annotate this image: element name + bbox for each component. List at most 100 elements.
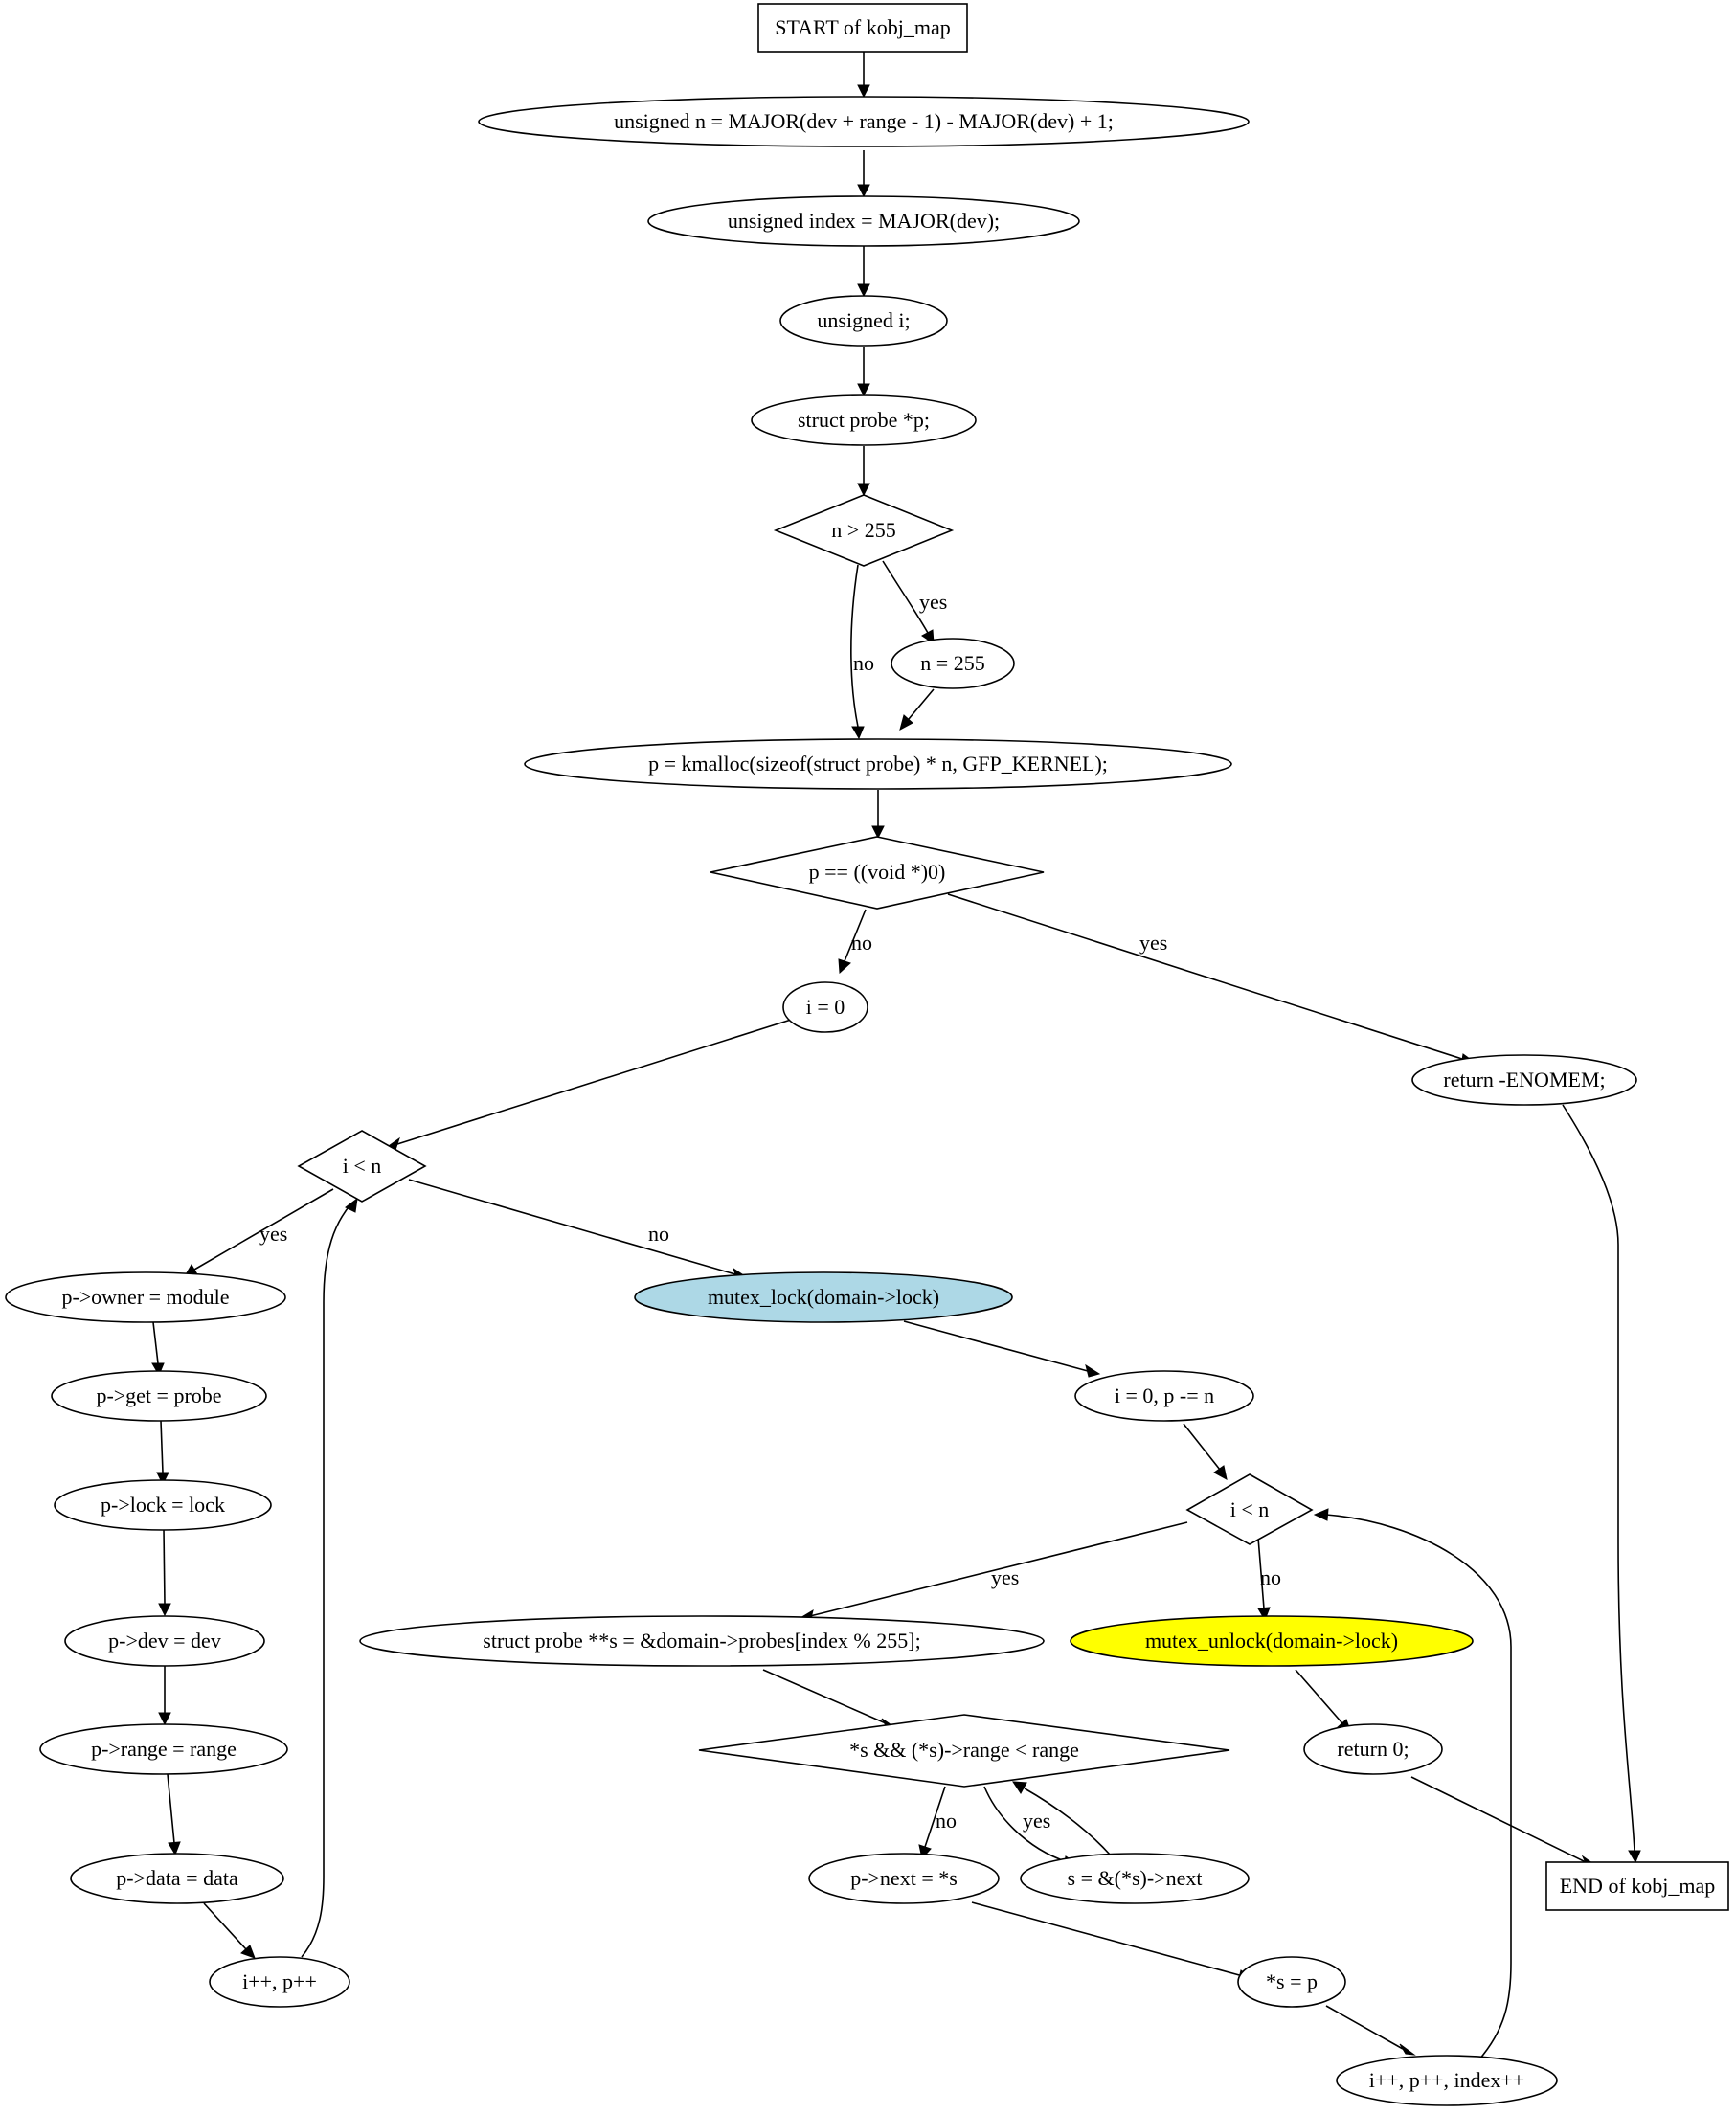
node-label: *s = p	[1266, 1969, 1318, 1993]
edge-cond-n-yes	[882, 560, 929, 634]
arrowhead	[345, 1197, 358, 1213]
edge-data-to-inc-1	[203, 1902, 247, 1950]
edge-return0-to-end	[1410, 1776, 1587, 1863]
node-label: unsigned i;	[817, 308, 910, 332]
node-lock: p->lock = lock	[54, 1479, 272, 1531]
edge-label-cond-p-no: no	[851, 931, 872, 955]
nodes: START of kobj_map unsigned n = MAJOR(dev…	[5, 3, 1729, 2106]
node-label: struct probe **s = &domain->probes[index…	[483, 1629, 920, 1653]
node-data: p->data = data	[70, 1853, 284, 1904]
node-decl-p: struct probe *p;	[751, 394, 977, 446]
node-label: p->lock = lock	[101, 1493, 225, 1517]
edge-label-cond-p-yes: yes	[1139, 931, 1167, 955]
node-label: unsigned n = MAJOR(dev + range - 1) - MA…	[614, 109, 1114, 133]
node-probes-s: struct probe **s = &domain->probes[index…	[359, 1615, 1045, 1667]
arrowhead	[156, 1472, 169, 1486]
node-kmalloc: p = kmalloc(sizeof(struct probe) * n, GF…	[524, 738, 1232, 790]
node-label: p->range = range	[91, 1737, 237, 1761]
edge-cond-n-no	[850, 564, 859, 728]
node-n-assign: unsigned n = MAJOR(dev + range - 1) - MA…	[478, 96, 1250, 147]
arrowhead	[240, 1945, 256, 1959]
arrowhead	[168, 1841, 181, 1856]
arrowhead	[1085, 1363, 1101, 1378]
edge-label-cond-i-1-yes: yes	[259, 1222, 287, 1246]
node-label: END of kobj_map	[1560, 1874, 1716, 1898]
node-label: i = 0, p -= n	[1115, 1383, 1214, 1407]
node-label: p->dev = dev	[108, 1629, 221, 1653]
edge-p-next-to-star-s-p	[971, 1901, 1244, 1977]
node-label: mutex_lock(domain->lock)	[708, 1285, 939, 1309]
arrowhead	[857, 84, 870, 99]
node-label: n > 255	[831, 518, 895, 542]
node-label: n = 255	[920, 651, 984, 675]
arrowhead	[857, 184, 870, 198]
node-return-enomem: return -ENOMEM;	[1411, 1054, 1637, 1106]
node-s-next: s = &(*s)->next	[1020, 1853, 1250, 1904]
edges	[151, 52, 1641, 2061]
node-label: i < n	[1230, 1497, 1270, 1521]
node-cond-n-gt-255: n > 255	[773, 494, 955, 567]
edge-inc-2-back-to-cond-i-2	[1325, 1514, 1512, 2061]
node-decl-i: unsigned i;	[779, 295, 948, 347]
node-i-eq-0: i = 0	[782, 981, 868, 1033]
node-cond-i-lt-n-1: i < n	[297, 1130, 427, 1203]
node-star-s-p: *s = p	[1237, 1956, 1346, 2008]
edge-cond-s-no	[924, 1786, 946, 1848]
edge-label-cond-i-1-no: no	[648, 1222, 669, 1246]
edge-label-cond-n-no: no	[853, 651, 874, 675]
node-label: START of kobj_map	[775, 15, 951, 39]
node-label: s = &(*s)->next	[1068, 1866, 1203, 1890]
edge-i0-to-cond-i-1	[396, 1019, 792, 1145]
edge-cond-i-1-yes	[193, 1188, 334, 1271]
node-label: p->owner = module	[61, 1285, 229, 1309]
node-label: mutex_unlock(domain->lock)	[1145, 1629, 1398, 1653]
arrowhead	[158, 1712, 171, 1726]
edge-mutex-lock-to-i0pn	[903, 1320, 1089, 1372]
edge-cond-s-yes	[983, 1786, 1069, 1863]
node-label: i++, p++	[242, 1969, 317, 1993]
node-label: struct probe *p;	[798, 408, 930, 432]
node-label: p->get = probe	[96, 1383, 221, 1407]
edge-label-cond-n-yes: yes	[919, 590, 947, 614]
edge-unlock-to-return0	[1295, 1669, 1343, 1724]
node-inc-1: i++, p++	[209, 1956, 350, 2008]
edge-s-next-back	[1024, 1788, 1112, 1856]
edge-enomem-to-end	[1562, 1104, 1635, 1852]
node-return-0: return 0;	[1303, 1723, 1443, 1775]
edge-n255-to-kmalloc	[908, 688, 935, 720]
node-dev: p->dev = dev	[64, 1615, 265, 1667]
node-label: p->data = data	[116, 1866, 238, 1890]
node-inc-2: i++, p++, index++	[1336, 2055, 1558, 2106]
arrowhead	[1313, 1508, 1329, 1521]
node-label: i < n	[343, 1154, 382, 1178]
edge-cond-i-2-no	[1257, 1537, 1265, 1609]
node-index-assign: unsigned index = MAJOR(dev);	[647, 195, 1080, 247]
edge-range-to-data	[167, 1773, 175, 1844]
edge-star-s-p-to-inc-2	[1325, 2005, 1404, 2050]
arrowhead	[857, 283, 870, 298]
arrowhead	[871, 825, 885, 840]
arrowhead	[857, 483, 870, 497]
edge-label-cond-s-yes: yes	[1023, 1809, 1050, 1833]
node-label: p->next = *s	[850, 1866, 958, 1890]
edge-label-cond-s-no: no	[936, 1809, 957, 1833]
node-label: p == ((void *)0)	[809, 860, 946, 884]
arrowhead	[1257, 1607, 1271, 1622]
node-label: p = kmalloc(sizeof(struct probe) * n, GF…	[648, 752, 1108, 776]
edge-labels: yes no no yes yes no yes no no yes	[259, 590, 1281, 1833]
node-get: p->get = probe	[51, 1370, 267, 1422]
arrowhead	[1213, 1465, 1228, 1480]
node-cond-p-null: p == ((void *)0)	[710, 836, 1045, 910]
node-i0-p-minus-n: i = 0, p -= n	[1074, 1370, 1254, 1422]
edge-owner-to-get	[152, 1321, 159, 1364]
node-label: i = 0	[806, 995, 845, 1019]
node-mutex-unlock: mutex_unlock(domain->lock)	[1070, 1615, 1474, 1667]
node-start: START of kobj_map	[757, 3, 968, 53]
edge-lock-to-dev	[163, 1528, 166, 1605]
arrowhead	[857, 383, 870, 397]
node-mutex-lock: mutex_lock(domain->lock)	[634, 1271, 1013, 1323]
edge-cond-i-1-no	[408, 1179, 736, 1275]
arrowhead	[1399, 2043, 1416, 2056]
node-label: unsigned index = MAJOR(dev);	[728, 209, 1000, 233]
node-label: return -ENOMEM;	[1443, 1068, 1605, 1091]
